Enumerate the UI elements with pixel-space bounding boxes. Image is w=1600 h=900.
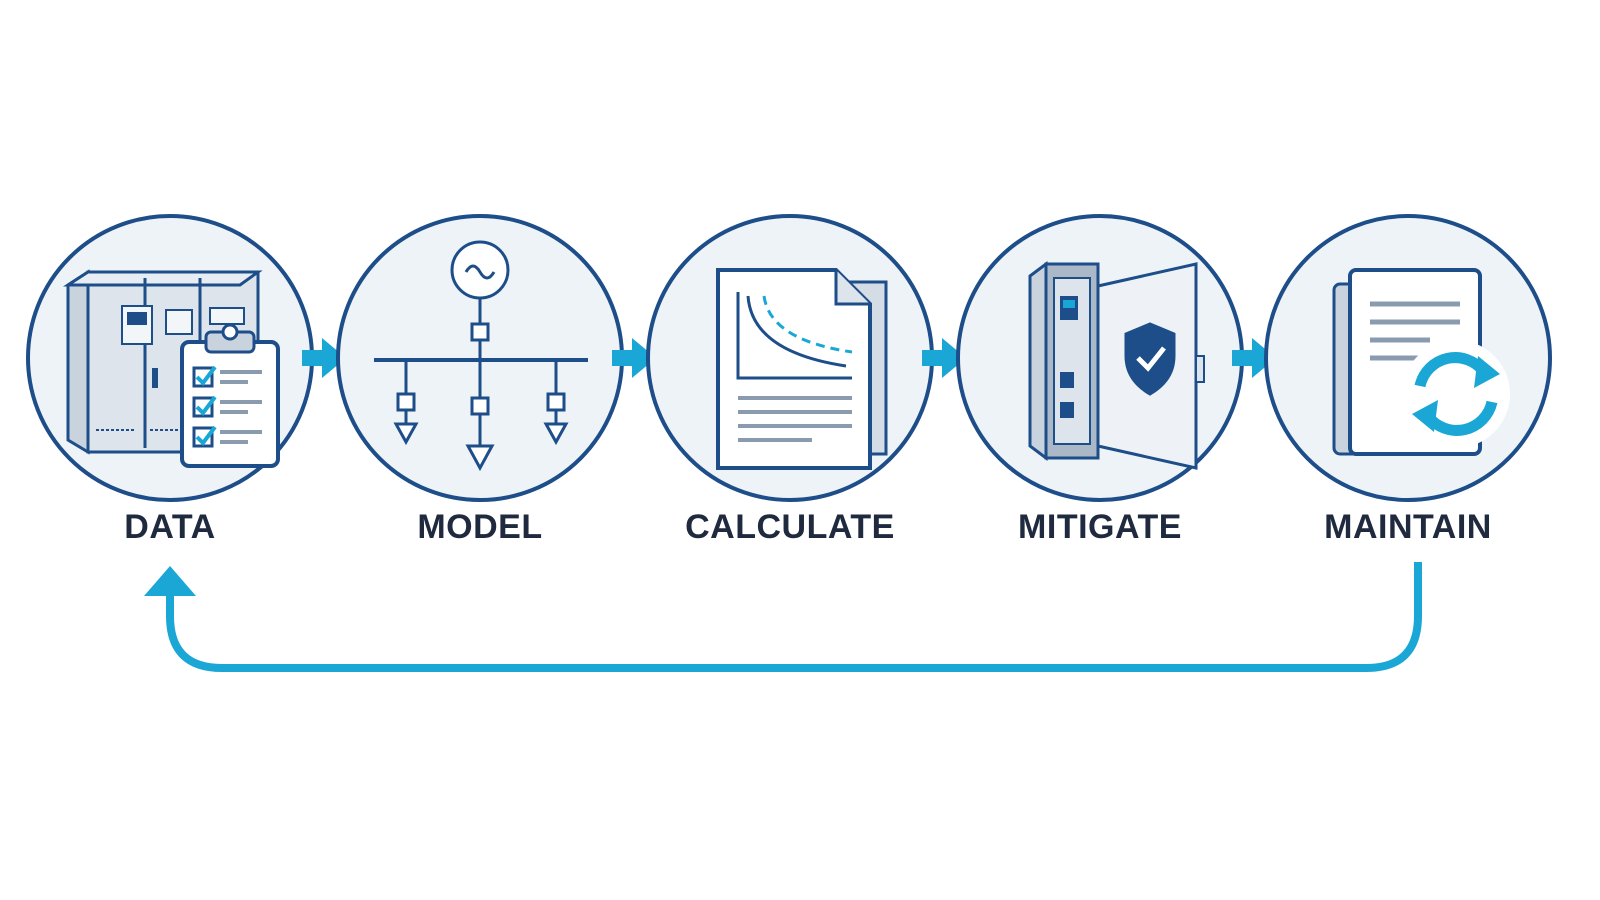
one-line-diagram-icon bbox=[374, 240, 588, 472]
cabinet-shield-icon bbox=[1028, 261, 1205, 470]
arrow-up-icon bbox=[144, 566, 196, 596]
step-mitigate-label: MITIGATE bbox=[1018, 508, 1182, 546]
step-calculate: CALCULATE bbox=[646, 214, 934, 546]
arrow-right-icon bbox=[302, 338, 346, 378]
feedback-loop-arrow bbox=[144, 562, 1422, 672]
step-data: DATA bbox=[26, 214, 314, 546]
step-maintain-label: MAINTAIN bbox=[1324, 508, 1492, 546]
time-current-curve-report-icon bbox=[716, 268, 888, 470]
arrow-right-icon bbox=[612, 338, 656, 378]
step-maintain: MAINTAIN bbox=[1264, 214, 1552, 546]
arrow-right-icon bbox=[922, 338, 966, 378]
switchgear-checklist-icon bbox=[62, 269, 280, 468]
step-model-label: MODEL bbox=[417, 508, 542, 546]
document-refresh-icon bbox=[1332, 268, 1510, 456]
step-model: MODEL bbox=[336, 214, 624, 546]
step-calculate-label: CALCULATE bbox=[685, 508, 895, 546]
step-data-label: DATA bbox=[124, 508, 215, 546]
step-mitigate: MITIGATE bbox=[956, 214, 1244, 546]
